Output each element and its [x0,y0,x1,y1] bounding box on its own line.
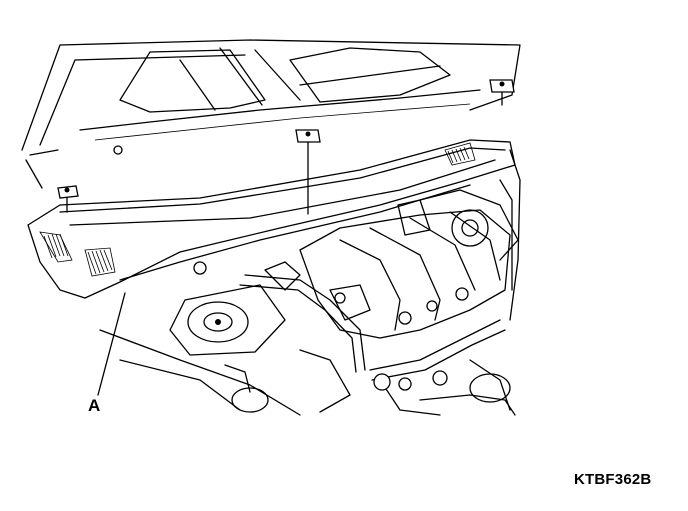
cowl-clip-center [295,129,321,215]
cowl-clip-left [57,185,79,213]
cowl-clip-right [489,79,515,106]
fender-right [499,149,521,321]
strut-tower [169,284,286,356]
cowl-vent-slots [43,146,470,275]
cowl-clip-small [113,145,207,275]
hoses-and-lines [239,274,511,416]
callout-a-leader [97,292,126,396]
figure-code: KTBF362B [574,471,652,488]
lower-engine-area [99,261,516,416]
engine-intake-manifold [299,209,511,339]
cowl-top-cover [27,139,516,299]
throttle-body [397,189,519,261]
hood-underside [21,39,521,189]
callout-label-a: A [88,396,101,415]
